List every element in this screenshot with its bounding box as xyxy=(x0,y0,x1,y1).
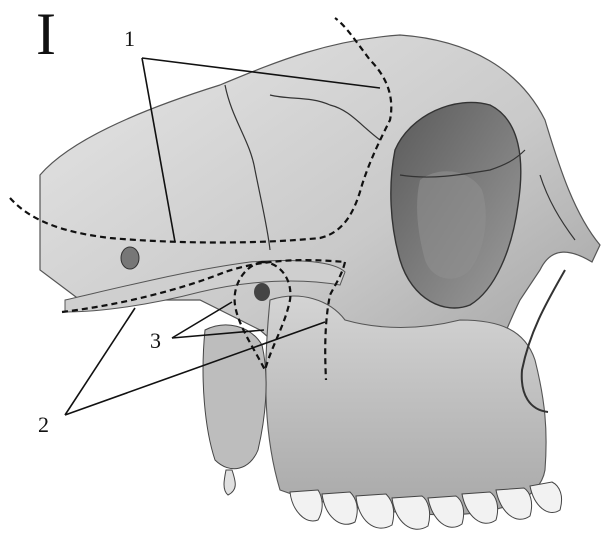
tooth xyxy=(428,496,464,527)
callout-label-3: 3 xyxy=(150,330,161,352)
callout-label-1: 1 xyxy=(124,28,135,50)
tooth xyxy=(322,492,357,524)
fossa-opening xyxy=(254,283,270,301)
tooth xyxy=(290,490,322,521)
tooth xyxy=(392,496,430,529)
foramen-left xyxy=(121,247,139,269)
panel-label: I xyxy=(36,4,56,64)
leader-line-2a xyxy=(65,308,135,415)
styloid-tip xyxy=(224,470,235,495)
tooth xyxy=(462,492,498,523)
tooth xyxy=(530,482,562,513)
callout-label-2: 2 xyxy=(38,414,49,436)
tooth xyxy=(356,494,394,528)
tooth xyxy=(496,488,532,519)
